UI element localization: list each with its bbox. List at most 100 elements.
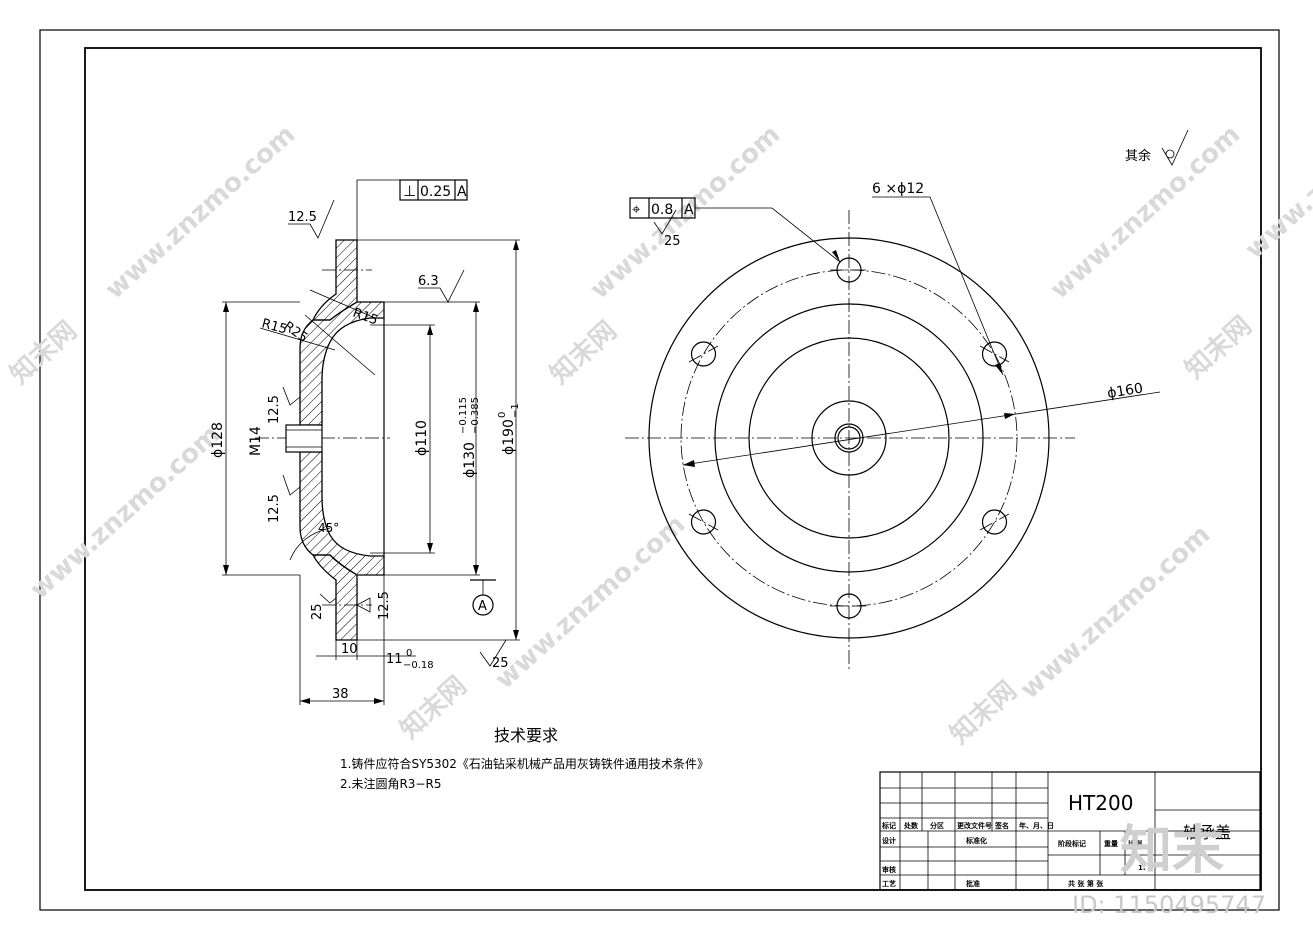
dim-phi130-lower-tol: −0.385 xyxy=(470,397,481,434)
roughness-symbol xyxy=(418,269,465,303)
dim-phi130: ϕ130 xyxy=(462,442,478,478)
bolt-hole xyxy=(690,341,717,367)
tb-sign: 签名 xyxy=(994,821,1009,830)
tb-weight: 重量 xyxy=(1104,839,1118,848)
gdt-position-datum: A xyxy=(684,202,694,218)
dim-phi130-upper-tol: −0.115 xyxy=(458,397,469,434)
m14-hole xyxy=(285,424,323,453)
roughness-symbol xyxy=(356,597,371,613)
body-lower xyxy=(299,451,385,576)
roughness-bottom: 25 xyxy=(492,656,509,671)
tb-material: HT200 xyxy=(1068,791,1133,815)
dim-38: 38 xyxy=(332,687,349,702)
watermark-text: 知末网 xyxy=(945,676,1023,750)
tb-design: 设计 xyxy=(882,836,896,845)
watermark-layer: www.znzmo.com 知末网 www.znzmo.com 知末网 www.… xyxy=(5,79,1313,750)
roughness-left-upper: 12.5 xyxy=(267,395,282,424)
tb-approve: 批准 xyxy=(966,879,980,888)
roughness-symbol xyxy=(288,199,335,239)
tb-process: 工艺 xyxy=(882,879,896,888)
roughness-symbol xyxy=(479,639,507,667)
roughness-bottom-right: 12.5 xyxy=(377,591,392,620)
roughness-rest-label: 其余 xyxy=(1125,148,1151,164)
gdt-leader xyxy=(695,207,841,263)
roughness-inner: 6.3 xyxy=(418,274,439,289)
notes-heading: 技术要求 xyxy=(494,726,558,745)
gdt-value: 0.25 xyxy=(420,184,451,200)
body-upper xyxy=(299,301,385,426)
tb-zone: 分区 xyxy=(930,821,944,830)
watermark-text: 知末网 xyxy=(5,316,83,390)
dim-11: 11 xyxy=(386,652,403,667)
gdt-leader xyxy=(356,179,400,240)
watermark-text: www.znzmo.com xyxy=(100,119,302,305)
dim-phi110: ϕ110 xyxy=(414,420,430,456)
section-view: ⊥ 0.25 A 12.5 6.3 12.5 12.5 25 12.5 25 R… xyxy=(210,179,521,705)
outer-border xyxy=(39,29,1280,911)
datum-label: A xyxy=(478,599,487,614)
roughness-circle xyxy=(1165,149,1175,159)
bolt-hole xyxy=(690,509,717,535)
roughness-top: 12.5 xyxy=(288,210,317,225)
tb-part-name: 轴承盖 xyxy=(1183,823,1231,842)
dim-phi190-lower-tol: −1 xyxy=(510,403,521,418)
circle-phi130 xyxy=(714,303,984,573)
watermark-text: www.znzmo.com xyxy=(1240,79,1313,265)
roughness-gdt: 25 xyxy=(664,234,681,249)
dim-line-phi160 xyxy=(682,391,1161,466)
tb-stage-mark: 阶段标记 xyxy=(1058,839,1086,848)
gdt-position-symbol: ⌖ xyxy=(632,200,641,218)
inner-border xyxy=(84,47,1262,891)
watermark-text: 知末网 xyxy=(1180,311,1258,385)
angle-45: 45° xyxy=(318,521,339,535)
bolt-hole xyxy=(981,341,1008,367)
dim-11-lower-tol: −0.18 xyxy=(403,660,434,671)
dim-10: 10 xyxy=(341,642,358,657)
dim-phi190: ϕ190 xyxy=(501,419,517,455)
m14-hole-circle xyxy=(834,423,864,453)
dim-phi190-upper-tol: 0 xyxy=(497,412,508,418)
radius-leader xyxy=(259,327,336,351)
technical-notes: 技术要求 1.铸件应符合SY5302《石油钻采机械产品用灰铸铁件通用技术条件》 … xyxy=(340,726,709,791)
roughness-symbol xyxy=(1161,129,1189,166)
watermark-text: 知末网 xyxy=(395,671,473,745)
roughness-symbol xyxy=(282,386,301,406)
datum-circle xyxy=(472,594,494,616)
radius-leader xyxy=(309,289,376,319)
tb-mark: 标记 xyxy=(881,821,896,830)
radius-leader xyxy=(304,314,376,376)
tb-standardization: 标准化 xyxy=(965,836,987,845)
dim-m14: M14 xyxy=(248,426,264,456)
gdt-datum: A xyxy=(457,184,467,200)
roughness-symbol xyxy=(282,474,301,496)
title-block: 标记 处数 分区 更改文件号 签名 年、月、日 设计 标准化 阶段标记 重量 比… xyxy=(879,771,1261,891)
watermark-text: www.znzmo.com xyxy=(1015,519,1217,705)
tb-count: 处数 xyxy=(903,821,919,830)
tb-review: 审核 xyxy=(882,865,896,874)
tb-scale: 比例 xyxy=(1128,839,1142,848)
notes-line2: 2.未注圆角R3−R5 xyxy=(340,776,441,791)
gdt-frame-perpendicular xyxy=(399,179,468,201)
bolt-circle-phi160 xyxy=(680,269,1018,607)
tb-date: 年、月、日 xyxy=(1019,821,1054,830)
boss-circle xyxy=(811,400,887,476)
watermark-text: 知末网 xyxy=(545,316,623,390)
front-view: ϕ160 ⌖ 0.8 A 25 6 ×ϕ12 其余 xyxy=(625,129,1189,670)
circle-phi110 xyxy=(748,337,950,539)
angle-arc xyxy=(289,527,331,561)
tb-change-doc: 更改文件号 xyxy=(957,821,992,830)
dim-phi128: ϕ128 xyxy=(210,422,226,458)
outer-circle-phi190 xyxy=(648,237,1050,639)
tb-scale-mark: 1: xyxy=(1138,864,1146,872)
roughness-bottom-left: 25 xyxy=(310,603,325,620)
hole-callout: 6 ×ϕ12 xyxy=(872,181,924,197)
logo-watermark: 知末 xyxy=(1120,821,1224,881)
hole-callout-leader xyxy=(872,196,1004,376)
gdt-symbol: ⊥ xyxy=(403,182,416,200)
gdt-position-value: 0.8 xyxy=(651,202,673,218)
dim-phi160: ϕ160 xyxy=(1106,381,1144,402)
dim-11-upper-tol: 0 xyxy=(406,648,412,659)
radius-r15-left: R15 xyxy=(260,316,289,337)
notes-line1: 1.铸件应符合SY5302《石油钻采机械产品用灰铸铁件通用技术条件》 xyxy=(340,756,709,771)
